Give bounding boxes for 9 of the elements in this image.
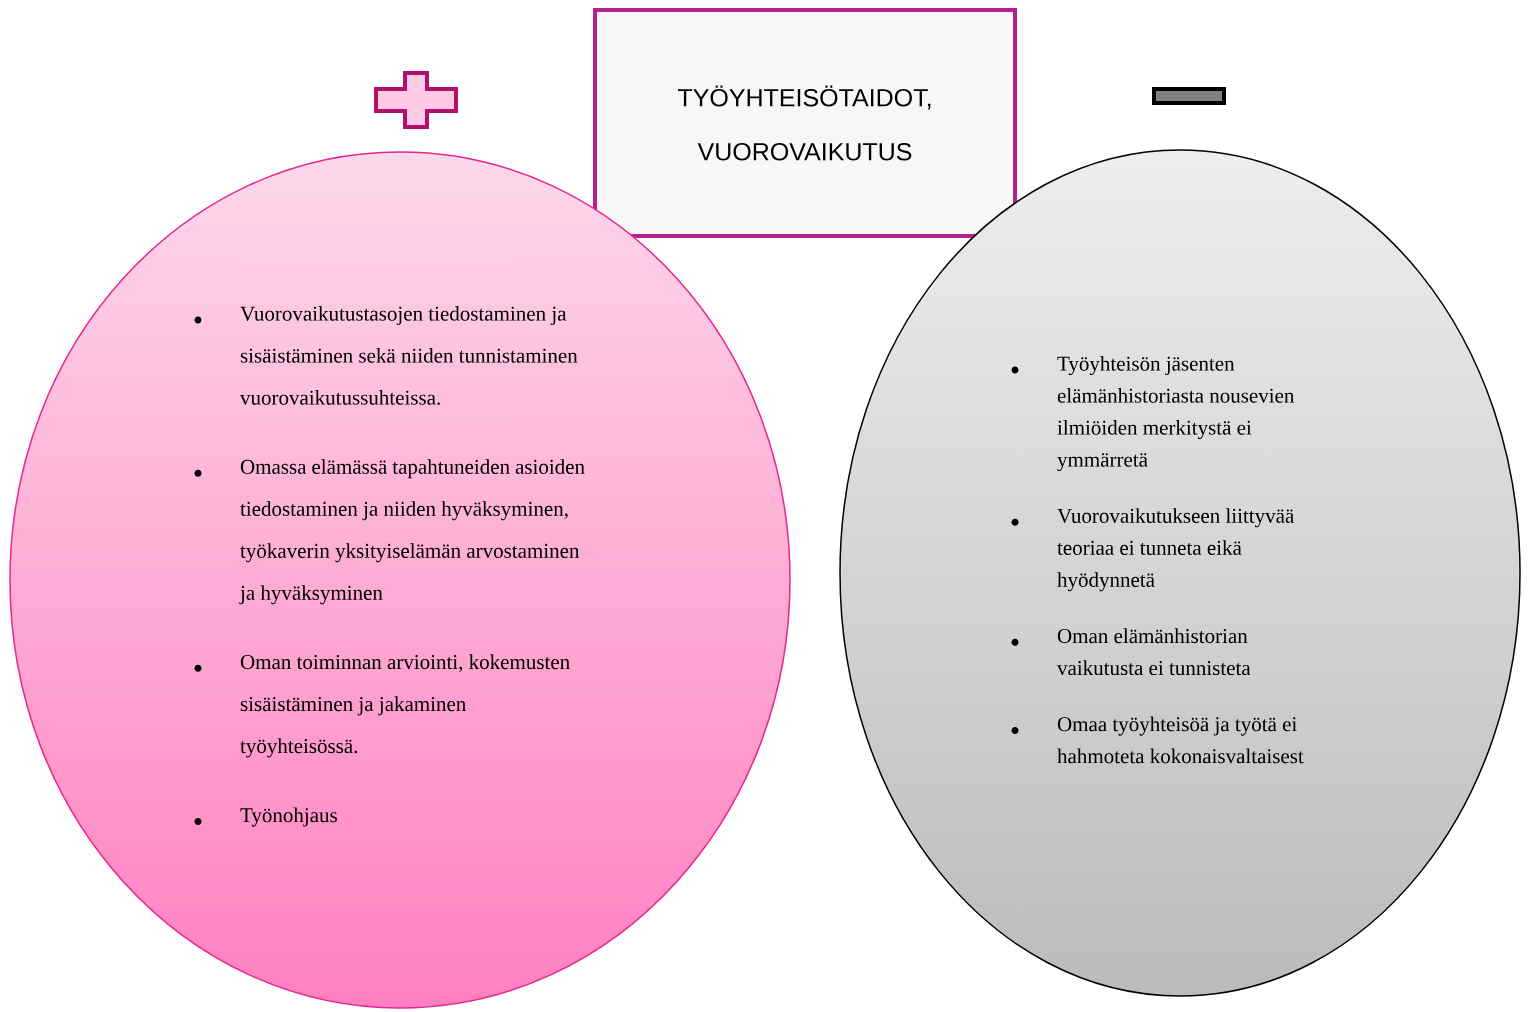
- list-item: Oman elämänhistorian vaikutusta ei tunnisteta: [1057, 628, 1251, 676]
- list-item: Työyhteisön jäsenten elämänhistoriasta nousevien ilmiöiden merkitystä ei ymmärretä: [1057, 356, 1295, 472]
- list-item: Vuorovaikutustasojen tiedostaminen ja sisäistäminen sekä niiden tunnistaminen vuorovaikutussuhteissa.: [240, 306, 578, 405]
- list-item: Vuorovaikutukseen liittyvää teoriaa ei tunneta eikä hyödynnetä: [1057, 508, 1294, 592]
- title-box: TYÖYHTEISÖTAIDOT, VUOROVAIKUTUS: [593, 8, 1017, 238]
- list-item: Oman toiminnan arviointi, kokemusten sisäistäminen ja jakaminen työyhteisössä.: [240, 654, 570, 758]
- list-item: Työnohjaus: [240, 807, 337, 827]
- list-item: Omassa elämässä tapahtuneiden asioiden tiedostaminen ja niiden hyväksyminen, työkaverin yksityiselämän arvostaminen ja hyväksyminen: [239, 459, 585, 605]
- list-item: Omaa työyhteisöä ja työtä ei hahmoteta kokonaisvaltaisest: [1057, 716, 1304, 764]
